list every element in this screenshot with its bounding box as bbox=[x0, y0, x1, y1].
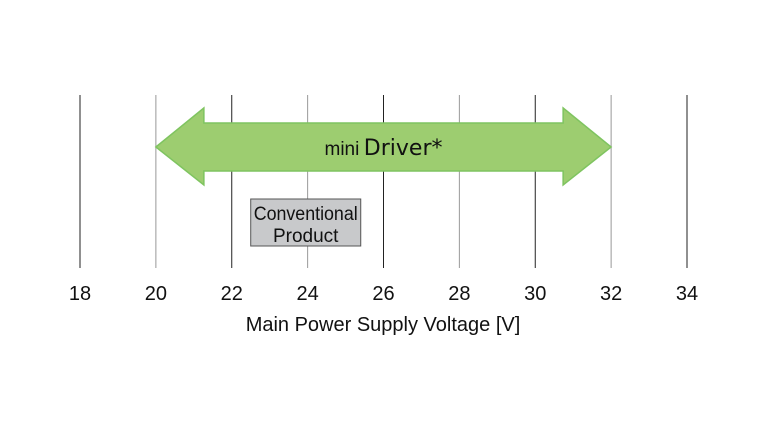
x-tick-label: 18 bbox=[69, 283, 91, 305]
x-tick-label: 32 bbox=[600, 283, 622, 305]
x-tick-label: 28 bbox=[448, 283, 470, 305]
x-tick-label: 24 bbox=[297, 283, 319, 305]
conventional-product-range-box bbox=[250, 198, 362, 247]
x-tick-label: 30 bbox=[524, 283, 546, 305]
conventional-product-label-line1: Conventional bbox=[254, 204, 358, 225]
x-tick-label: 34 bbox=[676, 283, 698, 305]
mini-driver-label-prefix: mini bbox=[325, 139, 360, 160]
x-axis-label: Main Power Supply Voltage [V] bbox=[246, 314, 521, 336]
x-tick-label: 20 bbox=[145, 283, 167, 305]
conventional-product-label-line2: Product bbox=[273, 226, 339, 247]
x-tick-label: 22 bbox=[221, 283, 243, 305]
x-tick-label: 26 bbox=[372, 283, 394, 305]
mini-driver-label-main: Driver* bbox=[364, 136, 443, 161]
mini-driver-label: mini Driver* bbox=[325, 136, 443, 161]
mini-driver-range-arrow bbox=[154, 106, 613, 187]
